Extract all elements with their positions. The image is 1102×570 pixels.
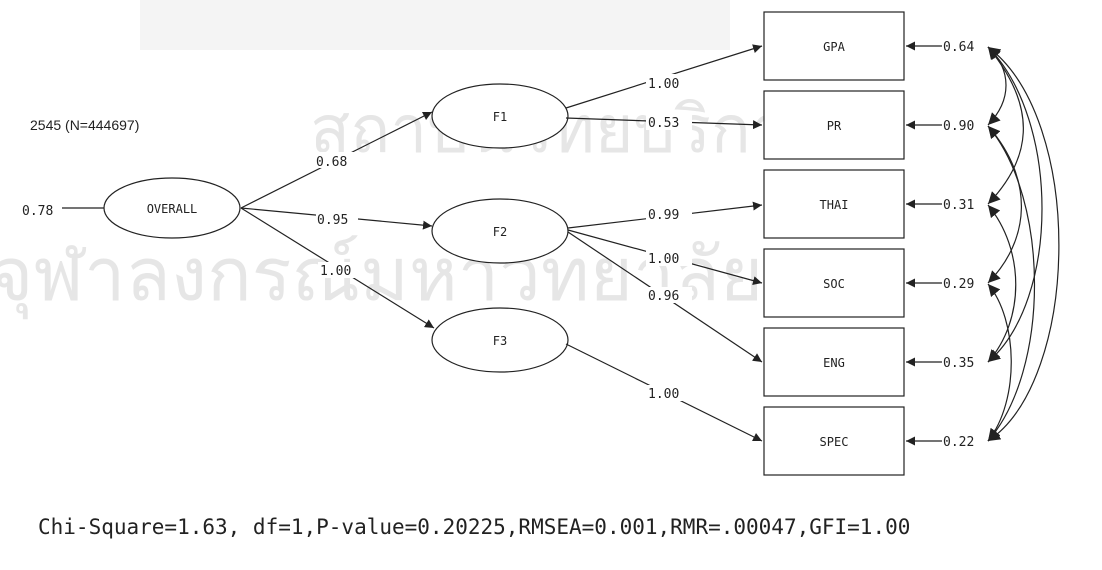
f2-node [431,198,569,264]
loading-overall-f2: 0.95 [317,213,348,228]
overall-node [103,177,241,239]
pr-box [763,90,905,160]
f1-node-label: F1 [493,110,507,124]
loading-f3-spec: 1.00 [648,387,679,402]
f3-node-label: F3 [493,334,507,348]
loading-f2-thai: 0.99 [648,208,679,223]
thai-box [763,169,905,239]
label-bg [646,74,692,90]
loading-overall-f1: 0.68 [316,155,347,170]
label-bg [316,211,358,227]
pr-label: PR [827,119,842,133]
spec-label: SPEC [820,435,849,449]
f2-node-label: F2 [493,225,507,239]
label-bg [646,250,692,266]
f1-node [431,83,569,149]
loading-f1-gpa: 1.00 [648,77,679,92]
label-bg [646,114,692,130]
error-gpa: 0.64 [943,40,974,55]
error-spec: 0.22 [943,435,974,450]
loading-f2-eng: 0.96 [648,289,679,304]
watermark-line-2: จุฬาลงกรณ์มหาวิทยาลัย [0,232,763,320]
f3-node [431,307,569,373]
spec-box [763,406,905,476]
eng-label: ENG [823,356,845,370]
thai-label: THAI [820,198,849,212]
label-bg [314,152,360,168]
label-bg [646,287,692,303]
label-bg [646,206,692,222]
fit-statistics: Chi-Square=1.63, df=1,P-value=0.20225,RM… [38,515,911,539]
error-eng: 0.35 [943,356,974,371]
eng-box [763,327,905,397]
error-thai: 0.31 [943,198,974,213]
cov-pr-soc [987,125,1022,284]
watermark-seal [140,0,730,50]
indicator-boxes [763,11,905,476]
error-pr: 0.90 [943,119,974,134]
watermark-line-1: สถาบันวิทยบริการ [310,91,823,168]
overall-node-label: OVERALL [147,202,198,216]
gpa-box [763,11,905,81]
sample-note: 2545 (N=444697) [30,117,139,133]
error-soc: 0.29 [943,277,974,292]
cov-gpa-thai [987,46,1024,205]
cov-thai-eng [987,204,1017,363]
overall-error-label: 0.78 [22,204,53,219]
loading-f1-pr: 0.53 [648,116,679,131]
error-covariances [987,46,1060,442]
label-bg [318,262,364,278]
cov-pr-spec [987,125,1035,442]
cov-gpa-eng [987,46,1043,363]
soc-box [763,248,905,318]
soc-label: SOC [823,277,845,291]
loading-overall-f3: 1.00 [320,264,351,279]
cov-gpa-spec [987,46,1060,442]
cov-gpa-pr [987,46,1007,126]
cov-soc-spec [987,283,1012,442]
loading-f2-soc: 1.00 [648,252,679,267]
gpa-label: GPA [823,40,845,54]
label-bg [646,385,692,401]
